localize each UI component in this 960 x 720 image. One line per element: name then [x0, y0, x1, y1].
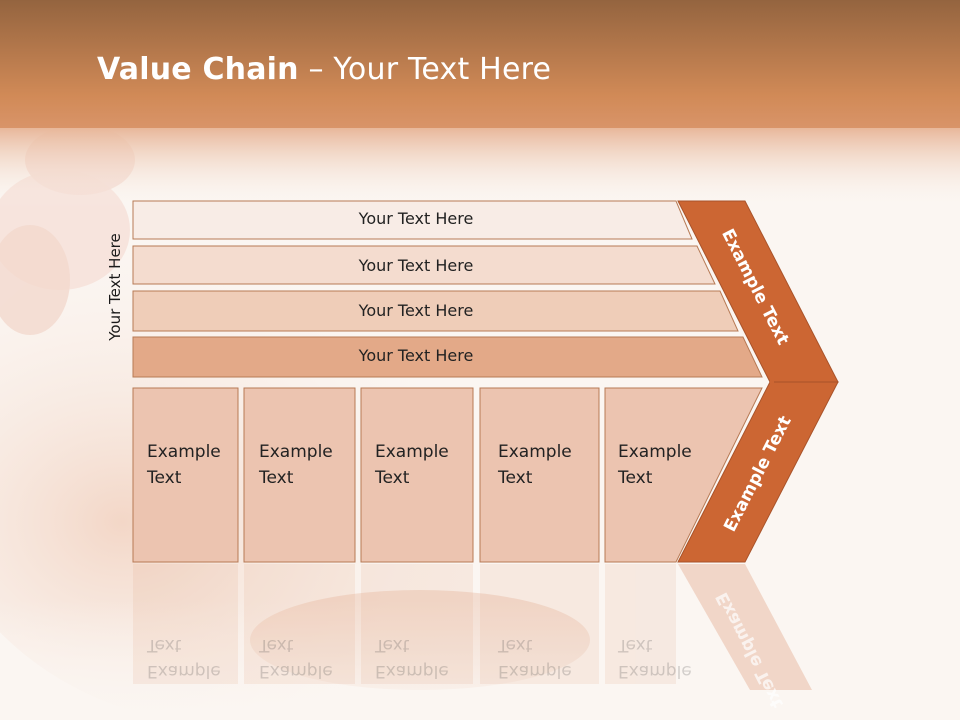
column-2-line2: Text: [259, 468, 294, 488]
column-3-line1: Example: [375, 442, 449, 462]
bar-4: [132, 336, 763, 378]
arrow-bottom-label-reflection: Example Text: [712, 589, 788, 711]
arrow-reflection: [678, 564, 812, 690]
page-title: Value Chain – Your Text Here: [97, 52, 551, 87]
column-4-line1: Example: [498, 442, 572, 462]
bar-4-label: Your Text Here: [358, 346, 474, 365]
column-2-line1: Example: [259, 442, 333, 462]
column-1-line1: Example: [147, 442, 221, 462]
column-5-line1: Example: [618, 442, 692, 462]
title-bold: Value Chain: [97, 52, 299, 87]
arrow-bottom-label: Example Text: [720, 413, 796, 535]
chevron-arrow-bottom: [677, 381, 839, 563]
arrow-top-label: Example Text: [717, 226, 793, 348]
bar-2-label: Your Text Here: [358, 256, 474, 275]
bar-1: [132, 200, 693, 240]
column-1: [132, 387, 239, 563]
bar-2: [132, 245, 716, 285]
column-5-line2: Text: [618, 468, 653, 488]
column-5: [604, 387, 763, 563]
column-3: [360, 387, 474, 563]
reflection: [133, 564, 676, 684]
column-1-line2: Text: [147, 468, 182, 488]
column-3-line2: Text: [375, 468, 410, 488]
column-2: [243, 387, 356, 563]
title-rest: – Your Text Here: [298, 52, 552, 87]
bar-3: [132, 290, 739, 332]
bar-1-label: Your Text Here: [358, 209, 474, 228]
column-4-line2: Text: [498, 468, 533, 488]
bar-3-label: Your Text Here: [358, 301, 474, 320]
column-4: [479, 387, 600, 563]
